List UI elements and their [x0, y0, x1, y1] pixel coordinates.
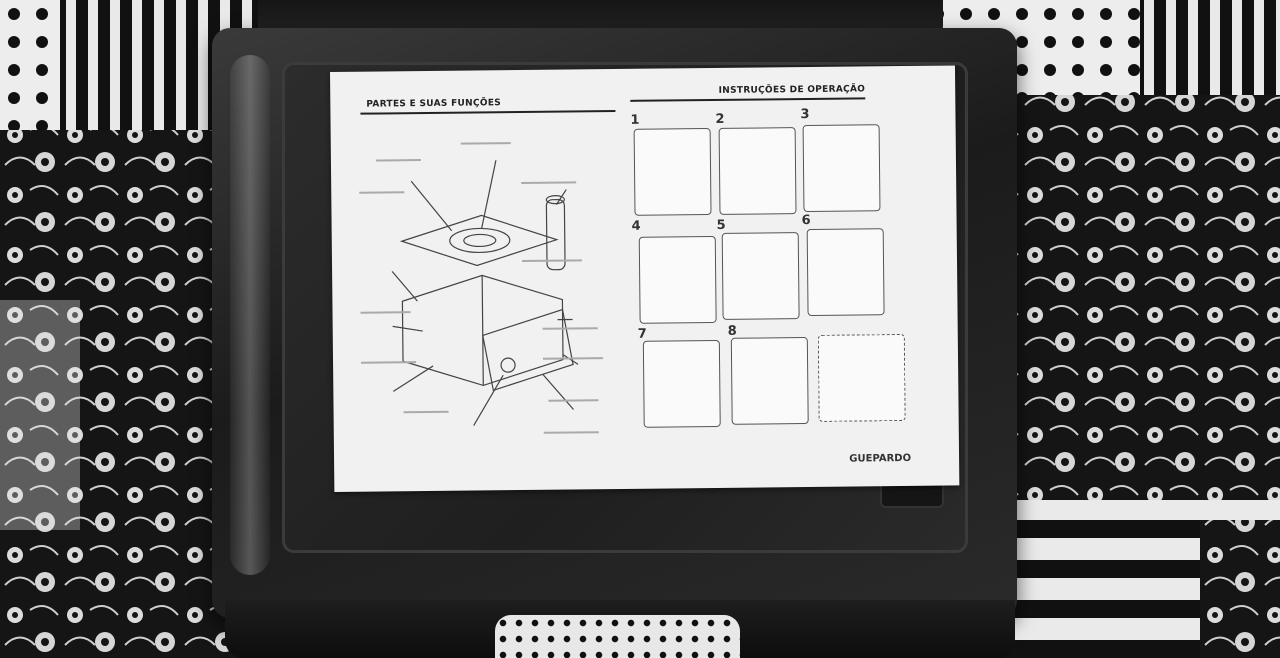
parts-title-rule [360, 110, 616, 115]
plastic-wrap-shine [230, 55, 270, 575]
step-number: 3 [800, 106, 810, 123]
step-number: 6 [801, 212, 811, 229]
warning-box [817, 333, 906, 422]
step-number: 2 [715, 111, 725, 127]
step-box [633, 128, 712, 216]
instruction-sheet: PARTES E SUAS FUNÇÕES INSTRUÇÕES DE OPER… [330, 65, 960, 492]
step-box [730, 337, 809, 425]
instructions-title-rule [630, 97, 866, 102]
step-box [638, 235, 717, 324]
stove-parts-diagram [391, 160, 579, 426]
case-handle [495, 615, 740, 658]
step-box [721, 232, 800, 320]
step-number: 7 [637, 326, 647, 342]
parts-title: PARTES E SUAS FUNÇÕES [366, 98, 502, 110]
step-box [802, 124, 881, 213]
step-number: 8 [727, 323, 737, 339]
step-number: 5 [716, 217, 726, 233]
step-box [718, 127, 797, 215]
step-box [806, 228, 885, 317]
brand-logo: GUEPARDO [849, 452, 912, 465]
step-number: 1 [630, 112, 640, 128]
instructions-title: INSTRUÇÕES DE OPERAÇÃO [718, 84, 866, 96]
step-number: 4 [631, 218, 641, 234]
step-box [642, 339, 721, 428]
